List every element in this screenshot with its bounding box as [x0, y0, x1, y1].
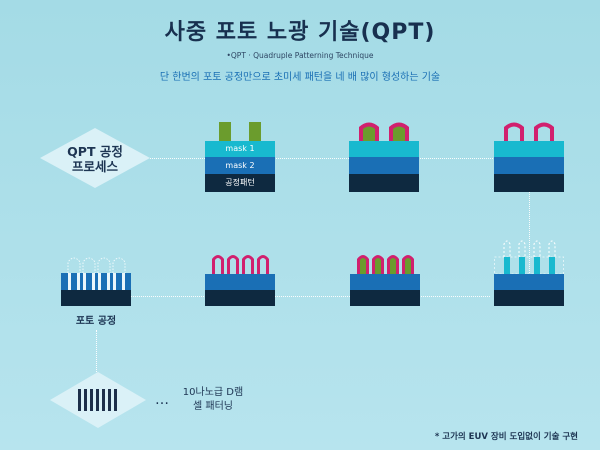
dashed-spacer-2 [518, 240, 526, 257]
step-3-stack [494, 121, 564, 192]
step-2-mask2 [349, 157, 419, 174]
core-2 [375, 258, 381, 274]
fine-line-7 [113, 273, 116, 290]
step-5-pattern [357, 255, 414, 274]
fine-line-8 [122, 273, 125, 290]
result-line-1 [78, 389, 81, 411]
step-4-base [494, 290, 564, 306]
spacer-3 [242, 255, 254, 274]
fine-line-5 [98, 273, 101, 290]
spacer-2 [372, 255, 384, 274]
spacer-4 [257, 255, 269, 274]
footnote: * 고가의 EUV 장비 도입없이 기술 구현 [434, 432, 578, 442]
step-5-stack [350, 252, 420, 306]
spacer-1 [357, 255, 369, 274]
dashed-arch-1 [67, 257, 81, 273]
mask1-layer: mask 1 [205, 141, 275, 157]
dashed-arch-3 [97, 257, 111, 273]
core-left [363, 124, 375, 141]
step-6-stack [205, 252, 275, 306]
green-core-left [219, 122, 231, 141]
green-core-right [249, 122, 261, 141]
fine-line-1 [68, 273, 71, 290]
connector-row2 [130, 296, 490, 297]
page-subtitle: 단 한번의 포토 공정만으로 초미세 패턴을 네 배 많이 형성하는 기술 [159, 72, 441, 83]
connector-row1 [150, 158, 495, 159]
process-label: QPT 공정 프로세스 [40, 144, 150, 174]
core-3 [390, 258, 396, 274]
step-5-base [350, 290, 420, 306]
spacer-right [389, 122, 409, 141]
final-label-line2: 셀 패터닝 [193, 401, 233, 412]
mask1-line-3 [534, 257, 540, 274]
process-label-line1: QPT 공정 [67, 144, 123, 159]
step-4-mask2 [494, 274, 564, 290]
step-3-mask2 [494, 157, 564, 174]
mask2-layer: mask 2 [205, 157, 275, 174]
step-2-spacers [359, 122, 409, 141]
fine-line-6 [107, 273, 110, 290]
mask1-line-1 [504, 257, 510, 274]
ellipsis: … [155, 392, 171, 408]
spacer-4 [402, 255, 414, 274]
result-line-2 [84, 389, 87, 411]
step-2-stack [349, 121, 419, 192]
spacer-3 [387, 255, 399, 274]
fine-line-4 [92, 273, 95, 290]
result-line-7 [114, 389, 117, 411]
spacer-left [359, 122, 379, 141]
step-6-pattern [212, 255, 269, 274]
result-diamond [50, 372, 146, 428]
spacer-right [534, 122, 554, 141]
spacer-2 [227, 255, 239, 274]
core-right [393, 124, 405, 141]
mask1-outline [494, 256, 564, 274]
fine-line-3 [83, 273, 86, 290]
result-line-3 [90, 389, 93, 411]
fine-line-2 [77, 273, 80, 290]
step-3-base [494, 174, 564, 192]
dashed-spacer-1 [503, 240, 511, 257]
step-2-base [349, 174, 419, 192]
dashed-spacer-3 [533, 240, 541, 257]
step-6-base [205, 290, 275, 306]
core-4 [405, 258, 411, 274]
step-2-mask1 [349, 141, 419, 157]
dashed-spacer-4 [548, 240, 556, 257]
photo-process-label: 포토 공정 [75, 316, 117, 327]
step-7-pattern [61, 257, 131, 290]
page-title: 사중 포토 노광 기술(QPT) [164, 20, 436, 45]
step-4-pattern [494, 240, 564, 274]
base-layer: 공정패턴 [205, 174, 275, 192]
qpt-definition-note: •QPT · Quadruple Patterning Technique [226, 51, 374, 60]
step-7-base [61, 290, 131, 306]
process-label-line2: 프로세스 [71, 159, 118, 174]
core-1 [360, 258, 366, 274]
process-diamond: QPT 공정 프로세스 [40, 128, 150, 188]
mask1-line-2 [519, 257, 525, 274]
final-label-line1: 10나노급 D램 [182, 387, 244, 398]
connector-left-vertical [96, 330, 97, 382]
step-1-stack: mask 1 mask 2 공정패턴 [205, 122, 275, 192]
step-5-mask2 [350, 274, 420, 290]
mask1-line-4 [549, 257, 555, 274]
connector-right-vertical [529, 191, 530, 287]
result-line-6 [108, 389, 111, 411]
final-result-label: 10나노급 D램 셀 패터닝 [172, 386, 254, 414]
spacer-1 [212, 255, 224, 274]
result-line-pattern [78, 389, 117, 411]
line-area [61, 273, 131, 290]
result-line-4 [96, 389, 99, 411]
step-3-spacers [504, 122, 554, 141]
spacer-left [504, 122, 524, 141]
step-3-mask1 [494, 141, 564, 157]
dashed-arch-2 [82, 257, 96, 273]
result-line-5 [102, 389, 105, 411]
step-7-stack [61, 255, 131, 306]
step-4-stack [494, 238, 564, 306]
step-6-mask2 [205, 274, 275, 290]
dashed-arch-4 [112, 257, 126, 273]
